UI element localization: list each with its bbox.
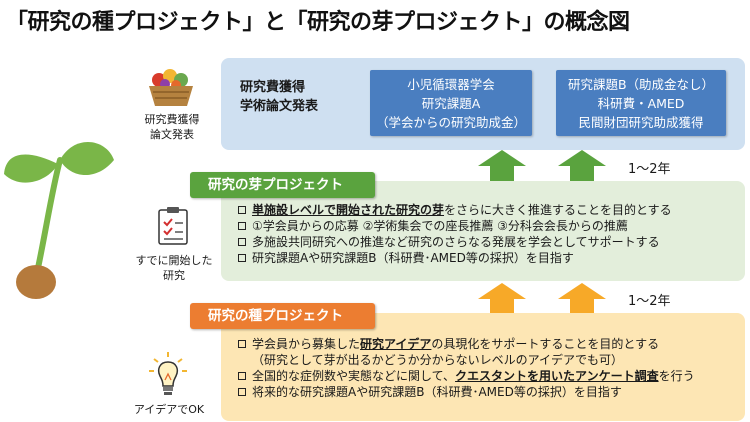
me-bullet-1: 単施設レベルで開始された研究の芽をさらに大きく推進することを目的とする [238, 202, 743, 218]
tane-project-panel [221, 313, 745, 421]
arrow-up-green-right [558, 150, 606, 182]
arrow-up-orange-right [558, 283, 606, 315]
tane-bullet-3-text: 将来的な研究課題Aや研究課題B（科研費･AMED等の採択）を目指す [252, 385, 622, 399]
checkbox-square-icon [238, 238, 246, 246]
checkbox-square-icon [238, 340, 246, 348]
me-bullet-2-text: ①学会員からの応募 ②学術集会での座長推薦 ③分科会会長からの推薦 [252, 219, 628, 233]
upper-duration-label: 1～2年 [628, 162, 671, 177]
me-bullet-3: 多施設共同研究への推進など研究のさらなる発展を学会としてサポートする [238, 234, 743, 250]
upper-arrows [478, 150, 606, 182]
me-bullet-2: ①学会員からの応募 ②学術集会での座長推薦 ③分科会会長からの推薦 [238, 218, 743, 234]
tane-bullet-1-rest: の具現化をサポートすることを目的とする [431, 337, 660, 351]
me-project-header: 研究の芽プロジェクト [190, 172, 375, 198]
research-topic-b-box: 研究課題B（助成金なし） 科研費・AMED 民間財団研究助成獲得 [556, 70, 726, 136]
checkbox-square-icon [238, 222, 246, 230]
sprout-illustration [4, 141, 114, 299]
side-label-middle-line2: 研究 [163, 269, 185, 282]
side-label-bottom: アイデアでOK [133, 403, 205, 416]
topic-b-line3: 民間財団研究助成獲得 [578, 114, 704, 130]
topic-b-line2: 科研費・AMED [597, 95, 685, 111]
me-bullet-4: 研究課題Aや研究課題B（科研費･AMED等の採択）を目指す [238, 250, 743, 266]
tane-bullet-1-cont: （研究として芽が出るかどうか分からないレベルのアイデアでも可） [252, 353, 624, 367]
me-bullet-1-strong: 単施設レベルで開始された研究の芽 [252, 203, 445, 217]
me-bullet-4-text: 研究課題Aや研究課題B（科研費･AMED等の採択）を目指す [252, 251, 574, 265]
topic-a-line2: 研究課題A [421, 95, 481, 111]
arrow-up-green-left [478, 150, 526, 182]
me-project-bullets: 単施設レベルで開始された研究の芽をさらに大きく推進することを目的とする ①学会員… [238, 202, 743, 266]
funding-label-line1: 研究費獲得 [240, 80, 306, 95]
lightbulb-icon [149, 352, 187, 395]
fruit-basket-icon [149, 69, 193, 106]
topic-a-line3: （学会からの研究助成金） [375, 114, 526, 130]
tane-bullet-2-pre: 全国的な症例数や実態などに関して、 [252, 369, 456, 383]
checkbox-square-icon [238, 254, 246, 262]
tane-bullet-2-rest: を行う [658, 369, 695, 383]
funding-panel-label: 研究費獲得 学術論文発表 [240, 78, 318, 116]
sprout-leaf-left [4, 154, 58, 183]
me-bullet-1-rest: をさらに大きく推進することを目的とする [444, 203, 672, 217]
research-topic-a-box: 小児循環器学会 研究課題A （学会からの研究助成金） [370, 70, 532, 136]
side-label-top-line1: 研究費獲得 [144, 113, 200, 126]
sprout-leaf-right [60, 141, 114, 176]
checkbox-square-icon [238, 388, 246, 396]
funding-label-line2: 学術論文発表 [240, 99, 319, 114]
side-label-middle-line1: すでに開始した [135, 254, 213, 267]
tane-bullet-1-pre: 学会員から募集した [252, 337, 361, 351]
topic-b-line1: 研究課題B（助成金なし） [567, 76, 715, 92]
checkbox-square-icon [238, 372, 246, 380]
topic-a-line1: 小児循環器学会 [407, 76, 495, 92]
tane-bullet-2-strong: クエスタントを用いたアンケート調査 [455, 369, 659, 383]
page-title: 「研究の種プロジェクト」と「研究の芽プロジェクト」の概念図 [6, 10, 630, 35]
clipboard-icon [158, 207, 188, 245]
me-bullet-3-text: 多施設共同研究への推進など研究のさらなる発展を学会としてサポートする [252, 235, 660, 249]
side-label-top: 研究費獲得 論文発表 [140, 112, 204, 142]
checkbox-square-icon [238, 206, 246, 214]
side-label-middle: すでに開始した 研究 [130, 253, 218, 283]
tane-bullet-1: 学会員から募集した研究アイデアの具現化をサポートすることを目的とする [238, 336, 743, 352]
tane-bullet-3: 将来的な研究課題Aや研究課題B（科研費･AMED等の採択）を目指す [238, 384, 743, 400]
lower-duration-label: 1～2年 [628, 294, 671, 309]
lower-arrows [478, 283, 606, 315]
seed [16, 265, 56, 299]
tane-project-bullets: 学会員から募集した研究アイデアの具現化をサポートすることを目的とする （研究とし… [238, 336, 743, 400]
tane-project-header: 研究の種プロジェクト [190, 303, 375, 329]
tane-bullet-1-strong: 研究アイデア [360, 337, 432, 351]
side-label-top-line2: 論文発表 [150, 128, 194, 141]
tane-bullet-2: 全国的な症例数や実態などに関して、クエスタントを用いたアンケート調査を行う [238, 368, 743, 384]
arrow-up-orange-left [478, 283, 526, 315]
